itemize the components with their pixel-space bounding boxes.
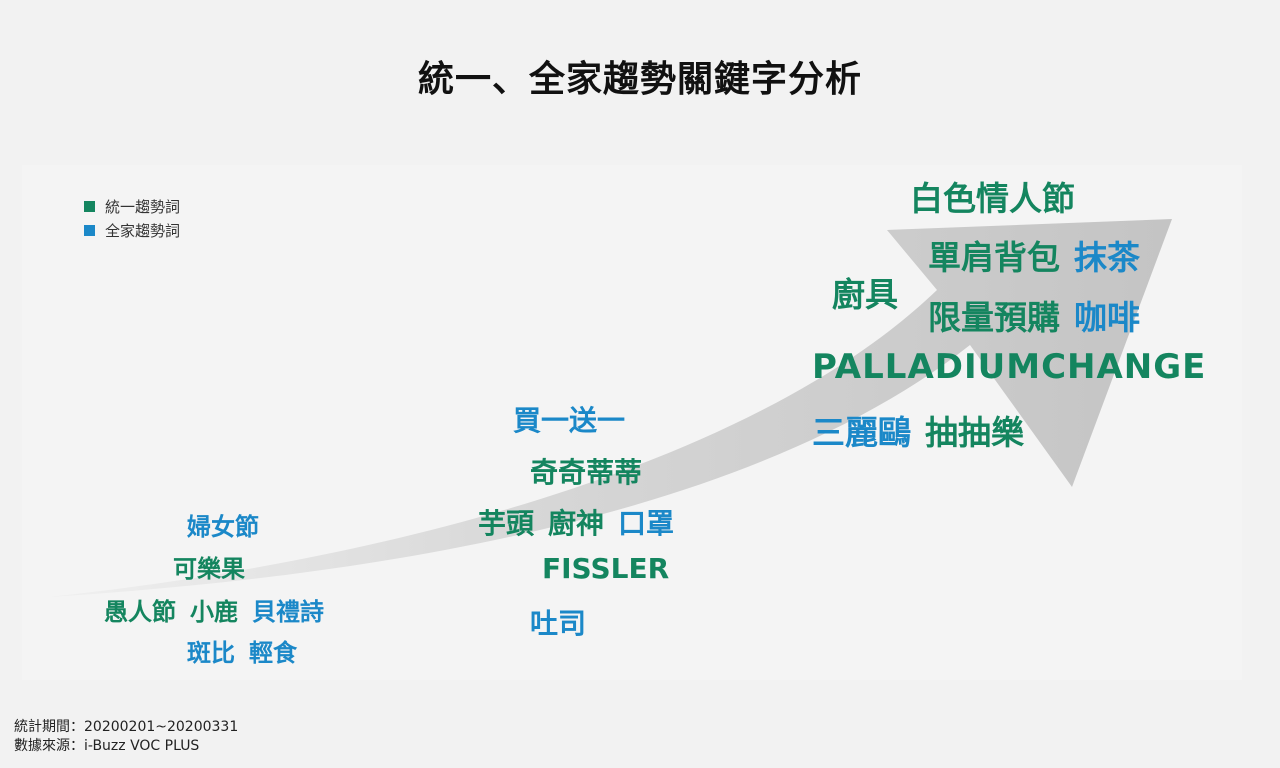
keyword: 愚人節 bbox=[104, 598, 176, 626]
keyword-line-l3: 愚人節小鹿貝禮詩 bbox=[104, 592, 324, 627]
keyword: 小鹿 bbox=[190, 598, 238, 626]
legend: 統一趨勢詞 全家趨勢詞 bbox=[84, 194, 180, 242]
keyword: 抽抽樂 bbox=[925, 413, 1024, 452]
keyword: 廚神 bbox=[548, 507, 605, 540]
keyword-line-m1: 買一送一 bbox=[513, 399, 625, 439]
keyword-line-l1: 婦女節 bbox=[187, 507, 259, 542]
keyword: 廚具 bbox=[832, 275, 898, 314]
trend-arrow-shape bbox=[48, 219, 1172, 597]
footer: 統計期間：20200201~20200331 數據來源：i-Buzz VOC P… bbox=[14, 718, 238, 756]
keyword: 買一送一 bbox=[513, 404, 626, 437]
keyword: 白色情人節 bbox=[910, 179, 1075, 218]
keyword: 可樂果 bbox=[173, 555, 245, 583]
keyword: 咖啡 bbox=[1074, 298, 1140, 337]
legend-label: 統一趨勢詞 bbox=[105, 197, 181, 216]
data-source: 數據來源：i-Buzz VOC PLUS bbox=[14, 738, 200, 754]
keyword: FISSLER bbox=[542, 552, 670, 585]
legend-swatch-green bbox=[84, 200, 95, 212]
keyword-line-m2: 奇奇蒂蒂 bbox=[530, 451, 642, 491]
keyword: 口罩 bbox=[618, 507, 675, 540]
legend-item-unif: 統一趨勢詞 bbox=[84, 194, 180, 218]
keyword-line-m5: 吐司 bbox=[530, 602, 586, 642]
keyword-line-m3: 芋頭廚神口罩 bbox=[478, 502, 674, 542]
page-title: 統一、全家趨勢關鍵字分析 bbox=[417, 59, 862, 100]
keyword: 貝禮詩 bbox=[252, 598, 324, 626]
keyword-line-l2: 可樂果 bbox=[173, 549, 245, 584]
keyword-line-r4: 限量預購咖啡 bbox=[928, 291, 1140, 339]
legend-item-family: 全家趨勢詞 bbox=[84, 218, 180, 242]
keyword: PALLADIUMCHANGE bbox=[812, 347, 1207, 387]
keyword: 三麗鷗 bbox=[812, 413, 911, 452]
keyword-line-r2: 單肩背包抹茶 bbox=[928, 231, 1140, 279]
keyword-line-m4: FISSLER bbox=[542, 552, 669, 585]
keyword: 單肩背包 bbox=[928, 238, 1060, 277]
keyword-line-r1: 白色情人節 bbox=[910, 172, 1075, 220]
keyword-line-r5: PALLADIUMCHANGE bbox=[812, 347, 1206, 387]
keyword-line-r3: 廚具 bbox=[832, 268, 898, 316]
keyword: 抹茶 bbox=[1074, 238, 1140, 277]
keyword: 吐司 bbox=[530, 607, 587, 640]
legend-swatch-blue bbox=[84, 224, 95, 236]
keyword-line-r6: 三麗鷗抽抽樂 bbox=[812, 406, 1024, 454]
keyword: 輕食 bbox=[249, 639, 297, 667]
keyword: 芋頭 bbox=[478, 507, 535, 540]
keyword: 斑比 bbox=[187, 639, 235, 667]
keyword-line-l4: 斑比輕食 bbox=[187, 633, 297, 668]
legend-label: 全家趨勢詞 bbox=[105, 221, 181, 240]
keyword: 奇奇蒂蒂 bbox=[530, 456, 643, 489]
keyword: 婦女節 bbox=[187, 513, 259, 541]
stat-period: 統計期間：20200201~20200331 bbox=[14, 719, 239, 735]
keyword: 限量預購 bbox=[928, 298, 1060, 337]
